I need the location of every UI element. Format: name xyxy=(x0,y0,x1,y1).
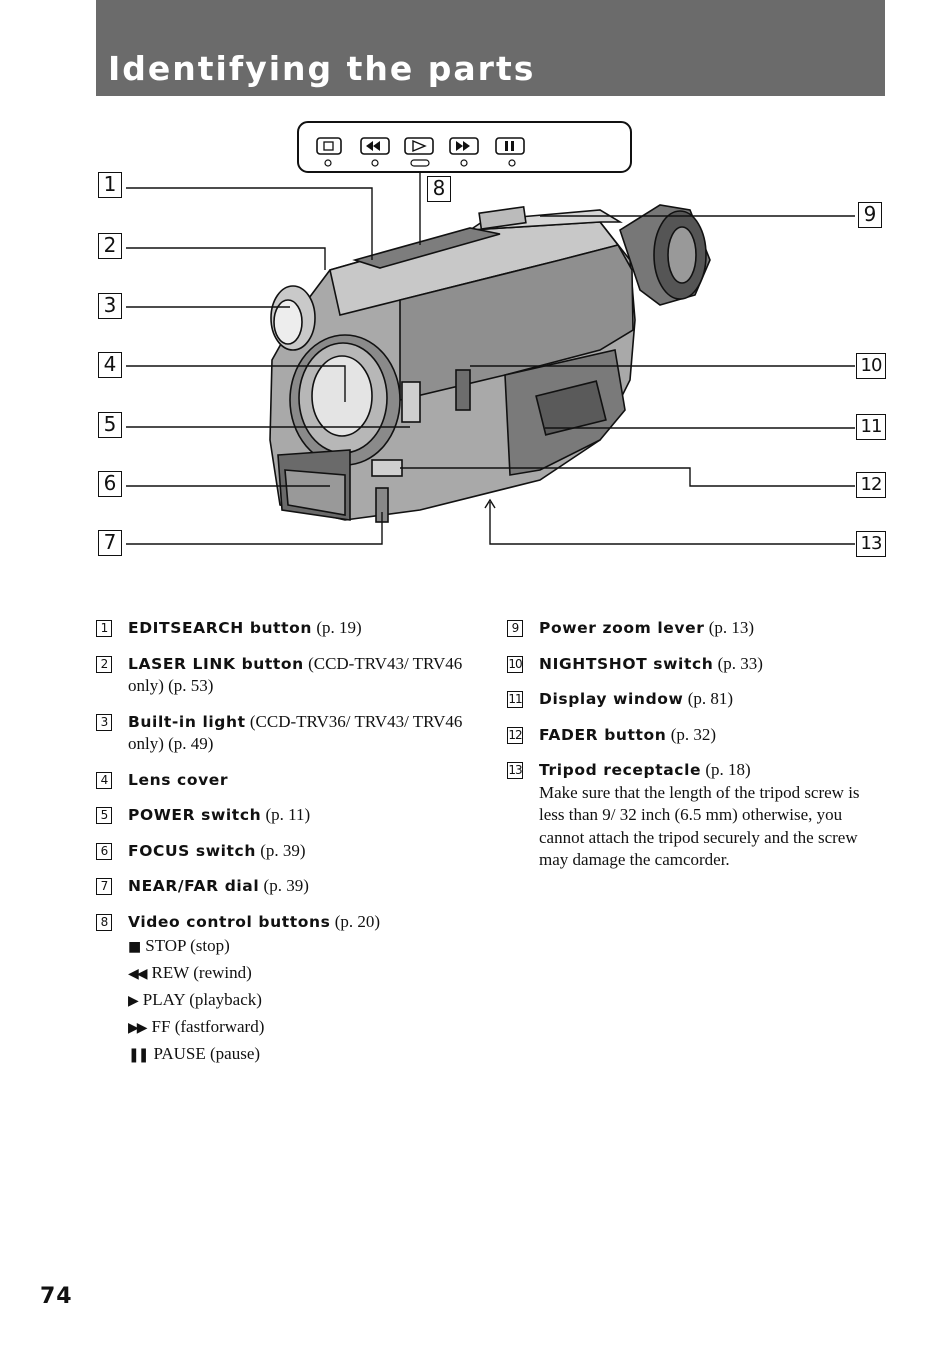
video-control-rewind: ◀◀REW (rewind) xyxy=(128,963,252,982)
item-text: (p. 20) xyxy=(330,911,381,931)
item-name: Lens cover xyxy=(128,770,229,789)
list-item: 8 Video control buttons (p. 20) ■STOP (s… xyxy=(96,911,476,1069)
list-item: 4 Lens cover xyxy=(96,769,476,792)
rewind-icon: ◀◀ xyxy=(128,966,147,982)
item-text: (p. 33) xyxy=(713,653,763,673)
item-text: (p. 39) xyxy=(259,876,309,895)
stop-icon: ■ xyxy=(128,939,141,955)
item-name: Tripod receptacle xyxy=(539,761,702,779)
item-number: 6 xyxy=(96,842,112,860)
item-text: (p. 13) xyxy=(704,618,755,637)
callout-1: 1 xyxy=(98,172,122,198)
item-name: FOCUS switch xyxy=(128,841,256,860)
callout-5: 5 xyxy=(98,412,122,438)
item-name: Display window xyxy=(539,690,684,708)
pause-icon: ❚❚ xyxy=(128,1047,150,1063)
item-name: Power zoom lever xyxy=(539,619,705,637)
camcorder-diagram: 1 2 3 4 5 6 7 8 9 10 11 12 13 xyxy=(0,110,950,580)
item-number: 10 xyxy=(507,655,523,673)
video-control-fastforward: ▶▶FF (fastforward) xyxy=(128,1017,265,1036)
item-text: (CCD-TRV43/ TRV46 only) (p. 53) xyxy=(128,653,463,696)
callout-10: 10 xyxy=(856,353,886,379)
item-name: Video control buttons xyxy=(128,912,331,931)
callout-13: 13 xyxy=(856,531,886,557)
item-text: (p. 32) xyxy=(666,724,717,744)
item-number: 11 xyxy=(507,691,523,708)
item-number: 7 xyxy=(96,878,112,895)
list-item: 6 FOCUS switch (p. 39) xyxy=(96,840,476,863)
leader-lines xyxy=(126,172,855,545)
rewind-icon xyxy=(360,137,390,167)
item-number: 4 xyxy=(96,771,112,789)
list-item: 3 Built-in light (CCD-TRV36/ TRV43/ TRV4… xyxy=(96,711,476,756)
item-number: 3 xyxy=(96,713,112,731)
camcorder-body xyxy=(269,204,711,523)
callout-3: 3 xyxy=(98,293,122,319)
parts-list-right: 9 Power zoom lever (p. 13) 10 NIGHTSHOT … xyxy=(507,617,887,885)
list-item: 2 LASER LINK button (CCD-TRV43/ TRV46 on… xyxy=(96,653,476,698)
callout-12: 12 xyxy=(856,472,886,498)
item-number: 2 xyxy=(96,655,112,673)
parts-list-left: 1 EDITSEARCH button (p. 19) 2 LASER LINK… xyxy=(96,617,476,1081)
callout-7: 7 xyxy=(98,530,122,556)
item-name: LASER LINK button xyxy=(128,654,304,673)
list-item: 9 Power zoom lever (p. 13) xyxy=(507,617,887,640)
list-item: 12 FADER button (p. 32) xyxy=(507,724,887,747)
item-number: 1 xyxy=(96,620,112,637)
control-panel xyxy=(297,121,632,173)
list-item: 11 Display window (p. 81) xyxy=(507,688,887,711)
item-number: 9 xyxy=(507,620,523,637)
callout-9: 9 xyxy=(858,202,882,228)
header-bar: Identifying the parts xyxy=(96,0,885,96)
item-name: POWER switch xyxy=(128,806,262,824)
item-text: (p. 39) xyxy=(255,840,306,860)
video-control-pause: ❚❚PAUSE (pause) xyxy=(128,1044,261,1063)
list-item: 7 NEAR/FAR dial (p. 39) xyxy=(96,875,476,898)
item-number: 5 xyxy=(96,807,112,824)
fastforward-icon xyxy=(449,137,479,167)
item-number: 12 xyxy=(507,726,523,744)
callout-11: 11 xyxy=(856,414,886,440)
tripod-note: Make sure that the length of the tripod … xyxy=(539,782,860,870)
list-item: 10 NIGHTSHOT switch (p. 33) xyxy=(507,653,887,676)
pause-icon xyxy=(495,137,525,167)
callout-2: 2 xyxy=(98,233,122,259)
item-text: (CCD-TRV36/ TRV43/ TRV46 only) (p. 49) xyxy=(128,711,463,754)
item-name: NIGHTSHOT switch xyxy=(539,654,714,673)
page-title: Identifying the parts xyxy=(108,49,536,88)
play-icon: ▶ xyxy=(128,993,139,1009)
stop-icon xyxy=(316,137,342,167)
callout-6: 6 xyxy=(98,471,122,497)
list-item: 13 Tripod receptacle (p. 18) Make sure t… xyxy=(507,759,887,872)
camcorder-illustration xyxy=(126,121,855,545)
play-icon xyxy=(404,137,434,167)
item-name: FADER button xyxy=(539,725,667,744)
callout-8: 8 xyxy=(427,176,451,202)
item-name: Built-in light xyxy=(128,712,246,731)
fastforward-icon: ▶▶ xyxy=(128,1020,147,1036)
item-text: (p. 11) xyxy=(261,805,311,824)
video-control-play: ▶PLAY (playback) xyxy=(128,990,262,1009)
list-item: 5 POWER switch (p. 11) xyxy=(96,804,476,827)
item-name: NEAR/FAR dial xyxy=(128,877,260,895)
item-text: (p. 18) xyxy=(701,760,751,779)
item-number: 13 xyxy=(507,762,523,779)
item-text: (p. 19) xyxy=(312,618,362,637)
callout-4: 4 xyxy=(98,352,122,378)
item-text: (p. 81) xyxy=(683,689,734,708)
video-control-stop: ■STOP (stop) xyxy=(128,936,230,955)
item-name: EDITSEARCH button xyxy=(128,619,313,637)
list-item: 1 EDITSEARCH button (p. 19) xyxy=(96,617,476,640)
page-number: 74 xyxy=(40,1284,73,1309)
item-number: 8 xyxy=(96,913,112,931)
